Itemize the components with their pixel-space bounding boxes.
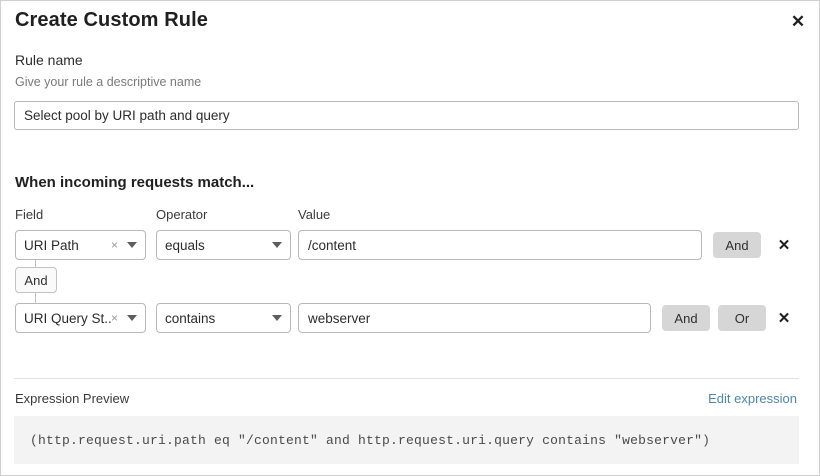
- expression-preview-box: (http.request.uri.path eq "/content" and…: [14, 416, 799, 464]
- close-icon[interactable]: ✕: [786, 9, 810, 33]
- field-select-2[interactable]: URI Query St... ×: [15, 303, 146, 333]
- section-divider: [14, 378, 799, 379]
- and-button-1[interactable]: And: [713, 232, 761, 258]
- rule-name-label: Rule name: [15, 52, 83, 68]
- chevron-down-icon: [127, 242, 137, 248]
- field-select-1[interactable]: URI Path ×: [15, 230, 146, 260]
- clear-icon[interactable]: ×: [110, 311, 118, 325]
- connector-line-top: [35, 260, 36, 268]
- operator-select-1[interactable]: equals: [156, 230, 291, 260]
- remove-condition-icon-1[interactable]: ✕: [772, 232, 796, 258]
- and-button-2[interactable]: And: [662, 305, 710, 331]
- expression-preview-label: Expression Preview: [15, 391, 130, 406]
- column-header-operator: Operator: [156, 207, 208, 222]
- rule-name-hint: Give your rule a descriptive name: [15, 75, 202, 89]
- chevron-down-icon: [127, 315, 137, 321]
- column-header-value: Value: [298, 207, 331, 222]
- operator-select-2-value: contains: [165, 310, 216, 326]
- clear-icon[interactable]: ×: [110, 238, 118, 252]
- operator-select-2[interactable]: contains: [156, 303, 291, 333]
- chevron-down-icon: [272, 315, 282, 321]
- rule-name-input[interactable]: [14, 101, 799, 130]
- edit-expression-link[interactable]: Edit expression: [708, 391, 797, 406]
- dialog-title: Create Custom Rule: [15, 9, 208, 31]
- value-input-1[interactable]: [298, 230, 702, 260]
- conditions-section-title: When incoming requests match...: [15, 174, 255, 191]
- operator-select-1-value: equals: [165, 237, 205, 253]
- value-input-2[interactable]: [298, 303, 651, 333]
- chevron-down-icon: [272, 242, 282, 248]
- or-button-2[interactable]: Or: [718, 305, 766, 331]
- field-select-2-value: URI Query St...: [24, 310, 111, 326]
- remove-condition-icon-2[interactable]: ✕: [772, 305, 796, 331]
- field-select-1-value: URI Path: [24, 237, 79, 253]
- connector-line-bottom: [35, 293, 36, 303]
- column-header-field: Field: [15, 207, 44, 222]
- expression-preview-text: (http.request.uri.path eq "/content" and…: [30, 432, 711, 448]
- group-connector-and[interactable]: And: [15, 267, 57, 293]
